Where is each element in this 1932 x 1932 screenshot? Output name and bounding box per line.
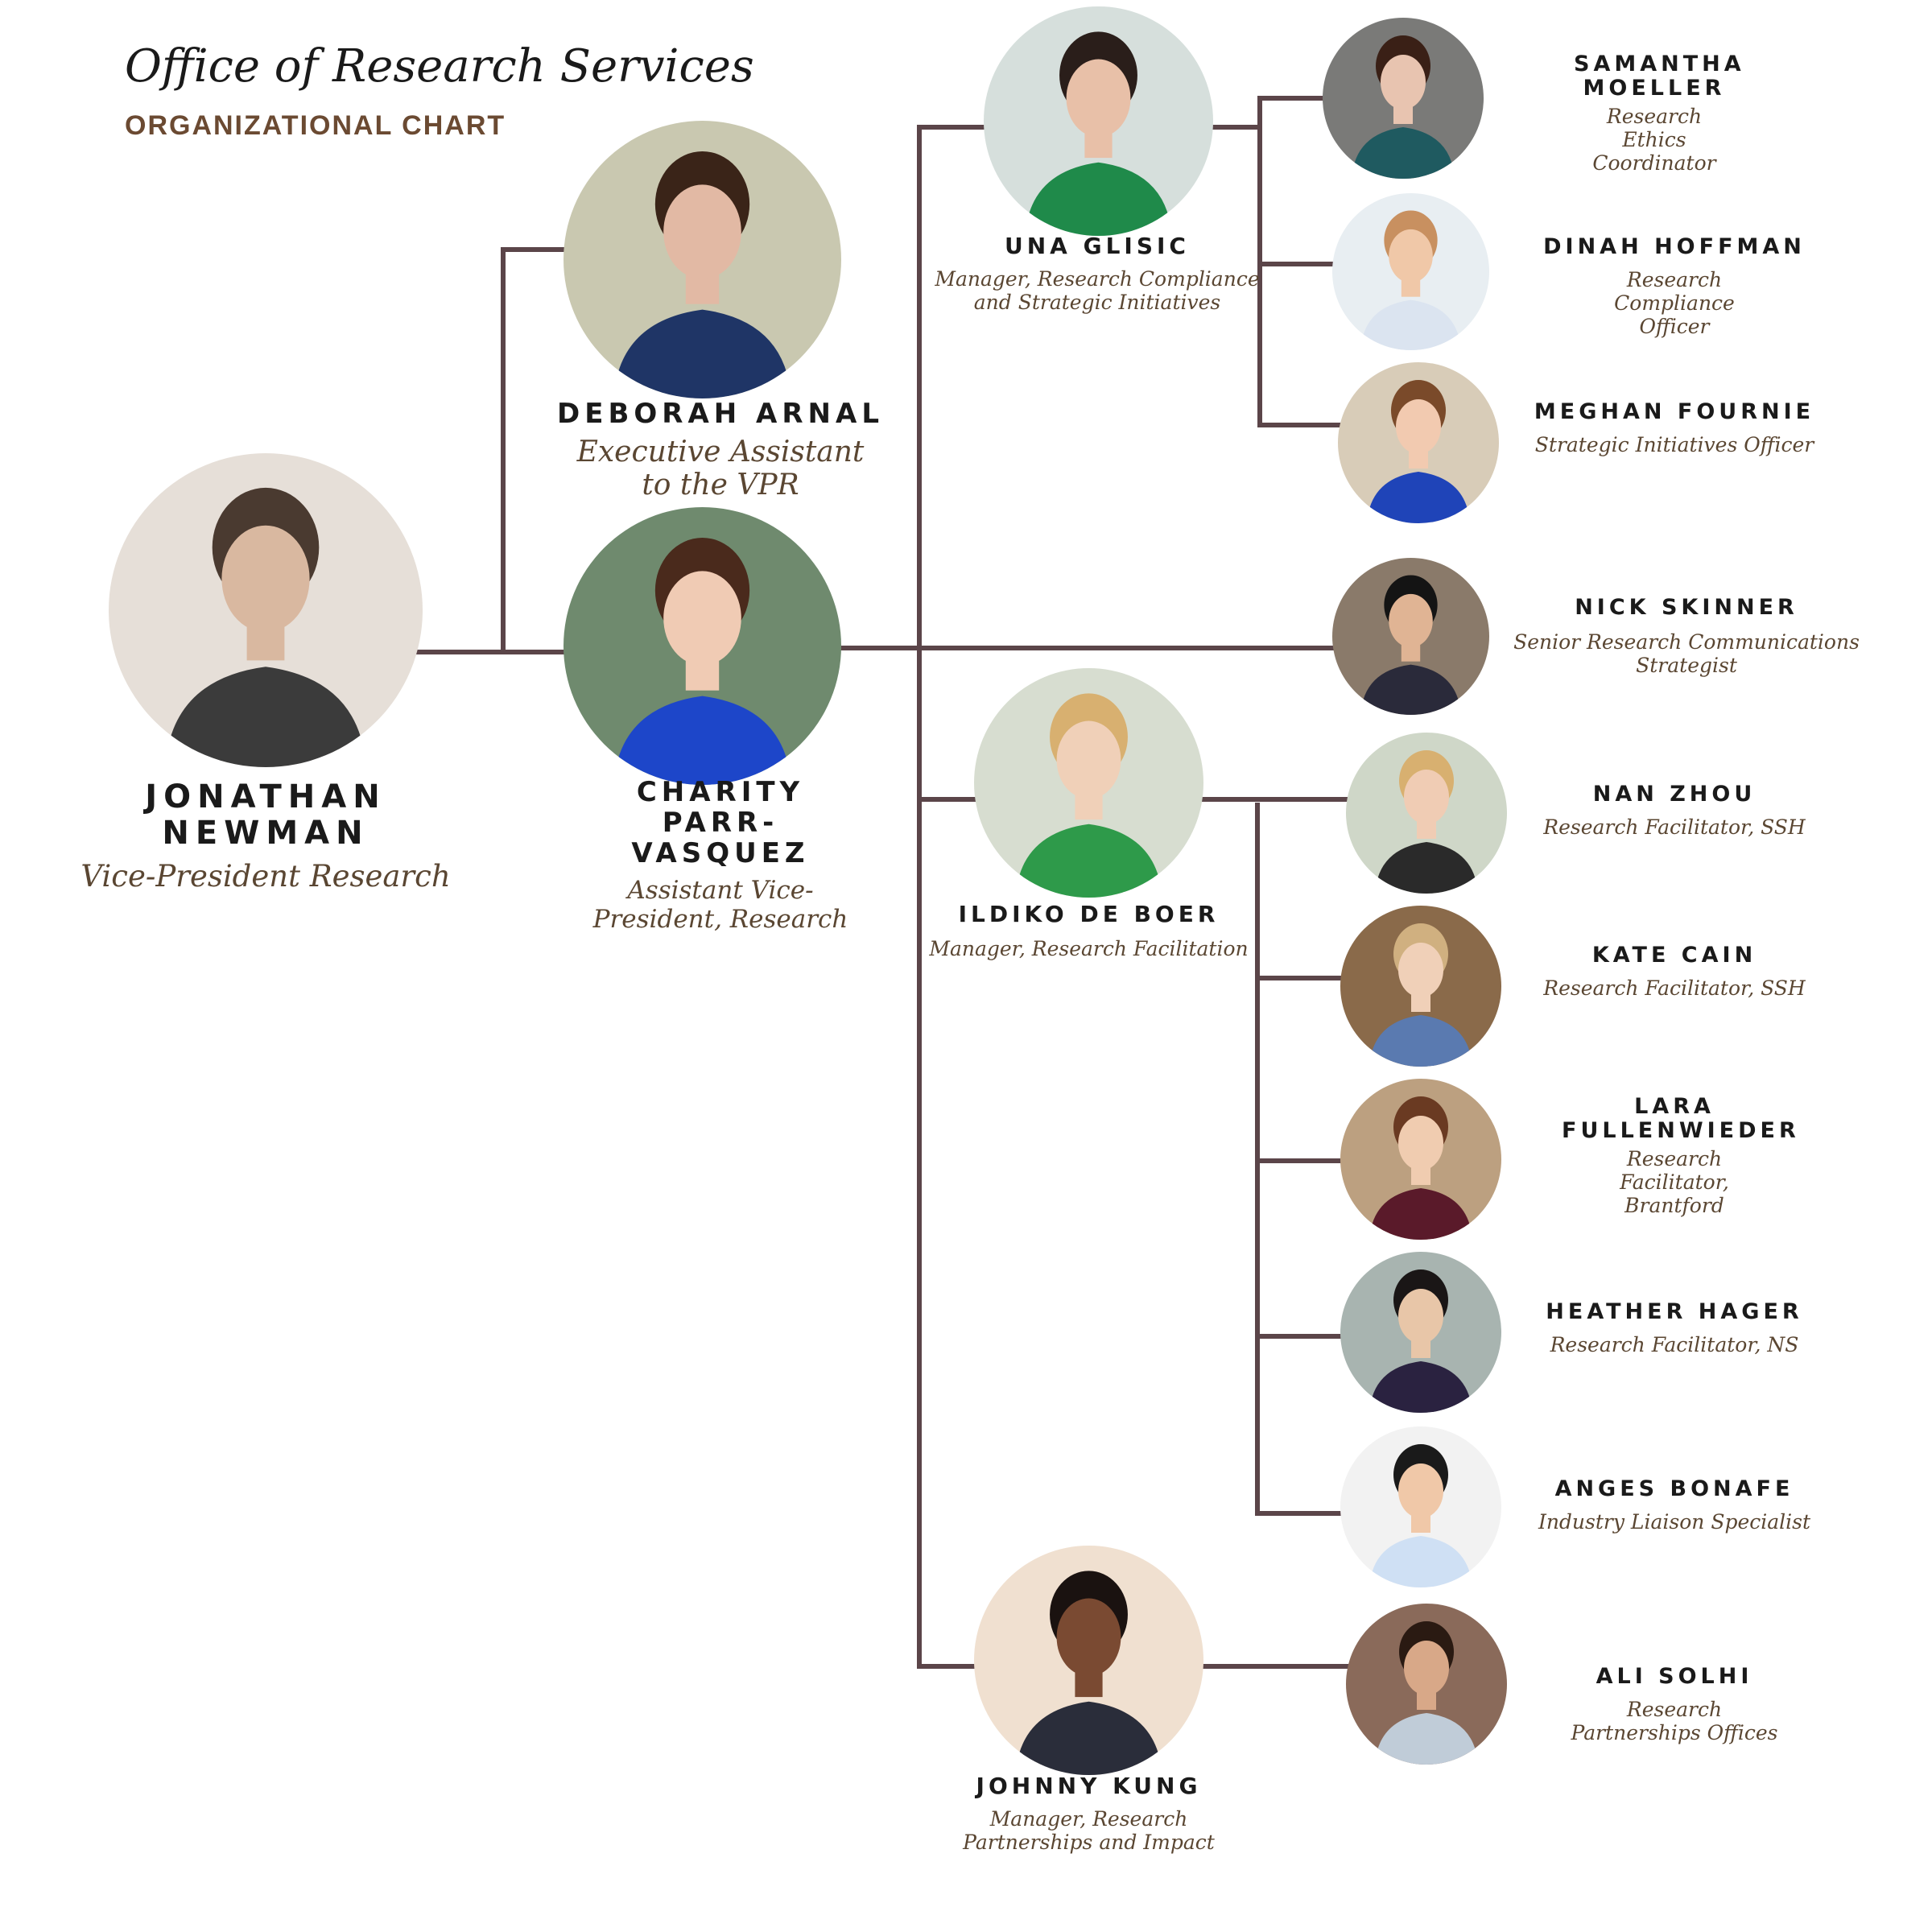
- person-label: JONATHAN NEWMAN Vice-President Research: [64, 779, 467, 894]
- page-title: Office of Research Services: [125, 40, 754, 93]
- headshot-icon: [984, 6, 1213, 236]
- person-name: CHARITY PARR-VASQUEZ: [631, 776, 810, 870]
- person-name: ILDIKO DE BOER: [958, 901, 1220, 927]
- headshot-icon: [1332, 558, 1489, 715]
- person-name: ALI SOLHI: [1596, 1664, 1753, 1689]
- person-role: Research Partnerships Offices: [1571, 1698, 1778, 1744]
- person-name: NICK SKINNER: [1575, 595, 1798, 620]
- person-role: Research Facilitator, SSH: [1543, 815, 1806, 840]
- person-name: KATE CAIN: [1591, 943, 1757, 968]
- person-name: LARA FULLENWIEDER: [1562, 1094, 1800, 1144]
- person-role: Manager, Research Compliance and Strateg…: [935, 267, 1260, 315]
- headshot-icon: [1346, 1604, 1507, 1765]
- person-name: DEBORAH ARNAL: [557, 398, 884, 430]
- person-role: Research Ethics Coordinator: [1592, 105, 1716, 175]
- person-name: UNA GLISIC: [1005, 233, 1190, 259]
- person-role: Vice-President Research: [80, 858, 451, 894]
- person-role: Research Compliance Officer: [1614, 268, 1735, 338]
- page-subtitle: ORGANIZATIONAL CHART: [125, 110, 506, 141]
- person-role: Manager, Research Partnerships and Impac…: [963, 1807, 1215, 1855]
- person-name: SAMANTHA MOELLER: [1574, 52, 1745, 101]
- person-label: SAMANTHA MOELLER Research Ethics Coordin…: [1493, 52, 1815, 175]
- headshot-icon: [564, 507, 841, 785]
- person-label: ANGES BONAFE Industry Liaison Specialist: [1513, 1476, 1835, 1534]
- headshot-icon: [1323, 18, 1484, 179]
- headshot-icon: [109, 453, 423, 767]
- headshot-icon: [974, 668, 1203, 898]
- person-label: MEGHAN FOURNIE Strategic Initiatives Off…: [1513, 399, 1835, 457]
- headshot-icon: [564, 121, 841, 398]
- person-label: LARA FULLENWIEDER Research Facilitator, …: [1513, 1094, 1835, 1218]
- person-name: MEGHAN FOURNIE: [1534, 399, 1815, 424]
- person-role: Strategic Initiatives Officer: [1534, 433, 1814, 457]
- person-role: Senior Research Communications Strategis…: [1513, 630, 1860, 677]
- person-role: Industry Liaison Specialist: [1538, 1510, 1811, 1534]
- person-label: DEBORAH ARNAL Executive Assistant to the…: [539, 398, 902, 502]
- person-role: Research Facilitator, SSH: [1543, 976, 1806, 1001]
- person-name: HEATHER HAGER: [1546, 1299, 1803, 1324]
- headshot-icon: [1340, 906, 1501, 1067]
- headshot-icon: [1338, 362, 1499, 523]
- person-label: NAN ZHOU Research Facilitator, SSH: [1513, 782, 1835, 840]
- headshot-icon: [1340, 1252, 1501, 1413]
- person-label: NICK SKINNER Senior Research Communicati…: [1513, 595, 1860, 678]
- headshot-icon: [1346, 733, 1507, 894]
- person-label: ILDIKO DE BOER Manager, Research Facilit…: [918, 902, 1260, 961]
- person-label: HEATHER HAGER Research Facilitator, NS: [1513, 1299, 1835, 1357]
- person-label: JOHNNY KUNG Manager, Research Partnershi…: [918, 1773, 1260, 1855]
- headshot-icon: [1340, 1426, 1501, 1587]
- person-role: Research Facilitator, Brantford: [1620, 1147, 1729, 1217]
- person-role: Manager, Research Facilitation: [929, 937, 1249, 961]
- person-name: DINAH HOFFMAN: [1543, 234, 1806, 259]
- headshot-icon: [1332, 193, 1489, 350]
- person-label: DINAH HOFFMAN Research Compliance Office…: [1513, 234, 1835, 338]
- person-role: Research Facilitator, NS: [1550, 1333, 1799, 1357]
- person-role: Assistant Vice-President, Research: [592, 876, 848, 934]
- person-label: UNA GLISIC Manager, Research Compliance …: [932, 233, 1262, 315]
- title-block: Office of Research Services ORGANIZATION…: [125, 40, 754, 142]
- person-name: NAN ZHOU: [1592, 782, 1757, 807]
- person-role: Executive Assistant to the VPR: [576, 436, 865, 502]
- person-label: ALI SOLHI Research Partnerships Offices: [1513, 1664, 1835, 1745]
- headshot-icon: [1340, 1079, 1501, 1240]
- person-label: CHARITY PARR-VASQUEZ Assistant Vice-Pres…: [539, 777, 902, 935]
- person-name: JOHNNY KUNG: [976, 1773, 1202, 1799]
- person-name: ANGES BONAFE: [1554, 1476, 1794, 1501]
- person-label: KATE CAIN Research Facilitator, SSH: [1513, 943, 1835, 1001]
- person-name: JONATHAN NEWMAN: [145, 778, 386, 852]
- headshot-icon: [974, 1546, 1203, 1775]
